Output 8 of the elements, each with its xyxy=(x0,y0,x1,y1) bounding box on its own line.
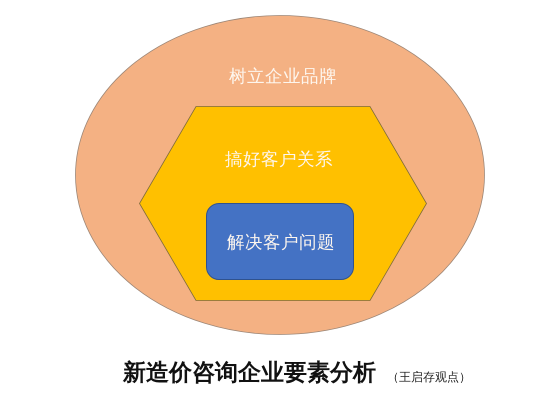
rounded-box xyxy=(206,203,354,280)
node-label: 树立企业品牌 xyxy=(229,67,337,87)
node-label: 解决客户问题 xyxy=(227,233,335,253)
hexagon-shape xyxy=(139,106,427,301)
node-label: 搞好客户关系 xyxy=(225,150,333,170)
note-text: （王启存观点） xyxy=(387,370,471,385)
oval-shape xyxy=(75,15,485,335)
title-text: 新造价咨询企业要素分析 xyxy=(123,360,376,386)
